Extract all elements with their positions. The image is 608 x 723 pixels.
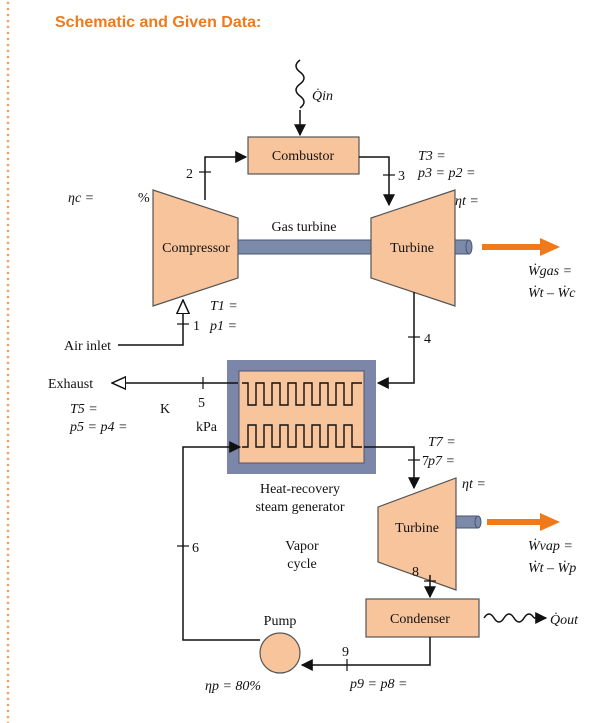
exhaust-label: Exhaust [48, 377, 93, 392]
vapor-turbine-component-label: Turbine [395, 521, 439, 536]
p3-label: p3 = p2 = [417, 166, 475, 181]
vapor-turbine [377, 477, 457, 591]
pump [259, 632, 301, 674]
w-vap-label-2: Ẇt – Ẇp [528, 559, 576, 576]
t5-unit: K [160, 402, 170, 417]
combustor [247, 136, 360, 175]
vapor-power-arrow [487, 513, 560, 531]
state-5-label: 5 [198, 396, 205, 411]
condenser [365, 598, 480, 638]
flow-line-2 [204, 151, 248, 200]
p1-label: p1 = [209, 319, 237, 334]
heat-in-wave [295, 59, 305, 109]
state-1-label: 1 [193, 319, 200, 334]
state-2-label: 2 [186, 167, 193, 182]
gas-turbine-label: Gas turbine [272, 220, 337, 235]
hrsg-coil-upper [242, 382, 362, 406]
p9-label: p9 = p8 = [349, 677, 407, 692]
air-inlet-line [118, 300, 183, 346]
eta-c-unit: % [138, 191, 150, 206]
combustor-label: Combustor [272, 149, 335, 164]
eta-c-label: ηc = [68, 191, 94, 206]
compressor-label: Compressor [162, 241, 230, 256]
hrsg-coil-lower [242, 424, 362, 448]
hrsg-label-2: steam generator [255, 500, 344, 515]
air-inlet-label: Air inlet [64, 339, 111, 354]
t7-label: T7 = [428, 435, 456, 450]
hrsg-label-1: Heat-recovery [260, 482, 340, 497]
vapor-cycle-label-2: cycle [287, 557, 317, 572]
w-gas-label-1: Ẇgas = [528, 262, 572, 279]
gas-turbine-shaft [237, 239, 372, 255]
condenser-label: Condenser [390, 612, 450, 627]
gas-turbine [370, 189, 456, 307]
p7-label: p7 = [427, 454, 455, 469]
heat-out-wave [483, 613, 535, 623]
pump-label: Pump [264, 614, 297, 629]
p5-unit: kPa [196, 420, 218, 435]
flow-line-6 [182, 441, 260, 641]
flow-line-9 [300, 637, 431, 671]
gas-power-arrow [482, 238, 560, 256]
state-6-label: 6 [192, 541, 199, 556]
t5-label: T5 = [70, 402, 98, 417]
state-8-label: 8 [412, 565, 419, 580]
state-7-label: 7 [422, 454, 429, 469]
eta-t-vap-label: ηt = [462, 477, 486, 492]
flow-line-7 [364, 446, 420, 490]
t1-label: T1 = [210, 299, 238, 314]
p5-label: p5 = p4 = [69, 420, 127, 435]
state-9-label: 9 [342, 645, 349, 660]
eta-t-gas-label: ηt = [455, 194, 479, 209]
w-gas-label-2: Ẇt – Ẇc [528, 284, 576, 301]
gas-turbine-component-label: Turbine [390, 241, 434, 256]
state-3-label: 3 [398, 169, 405, 184]
w-vap-label-1: Ẇvap = [528, 537, 573, 554]
compressor [152, 189, 239, 307]
q-out-label: Q̇out [550, 612, 579, 628]
vapor-cycle-label-1: Vapor [285, 539, 319, 554]
t3-label: T3 = [418, 149, 446, 164]
state-4-label: 4 [424, 332, 431, 347]
flow-line-4 [376, 292, 415, 389]
flow-line-3 [359, 156, 395, 207]
dotted-margin [6, 0, 10, 723]
heat-recovery-steam-generator [238, 370, 365, 464]
page-heading: Schematic and Given Data: [55, 14, 262, 31]
q-in-label: Q̇in [312, 88, 333, 104]
eta-p-label: ηp = 80% [205, 679, 261, 694]
